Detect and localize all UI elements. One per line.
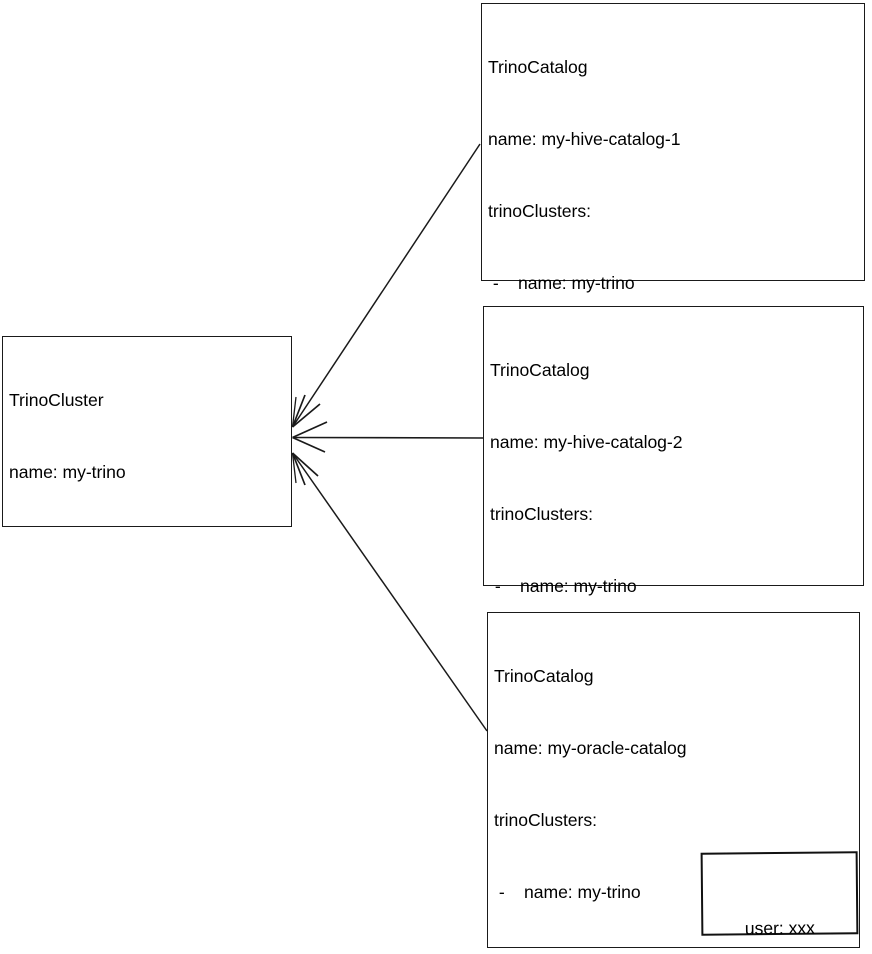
node-line: trinoClusters:: [488, 201, 591, 221]
node-line: TrinoCatalog: [490, 360, 590, 380]
node-catalog-hive-1[interactable]: TrinoCatalog name: my-hive-catalog-1 tri…: [481, 3, 865, 653]
node-line: - name: my-trino: [494, 882, 641, 902]
node-catalog-hive-2[interactable]: TrinoCatalog name: my-hive-catalog-2 tri…: [483, 306, 864, 884]
node-line: name: my-hive-catalog-2: [490, 432, 683, 452]
edge-oracle-to-cluster: [291, 452, 488, 732]
node-line: TrinoCatalog: [488, 57, 588, 77]
node-trino-cluster-text: TrinoCluster name: my-trino: [9, 340, 289, 532]
node-line: TrinoCatalog: [494, 666, 594, 686]
node-line: name: my-hive-catalog-1: [488, 129, 681, 149]
node-line: trinoClusters:: [490, 504, 593, 524]
edge-hive-2-to-cluster: [292, 421, 484, 453]
node-line: - name: my-trino: [490, 576, 637, 596]
node-secret-text: user: xxx password: xxx: [703, 867, 858, 954]
edge-hive-1-to-cluster: [291, 143, 481, 428]
node-line: name: my-oracle-catalog: [494, 738, 687, 758]
node-line: trinoClusters:: [494, 810, 597, 830]
node-line: user: xxx: [744, 917, 815, 939]
node-trino-cluster[interactable]: TrinoCluster name: my-trino: [2, 336, 292, 527]
node-line: - name: my-trino: [488, 273, 635, 293]
node-line: TrinoCluster: [9, 390, 104, 410]
node-line: name: my-trino: [9, 462, 126, 482]
node-secret[interactable]: user: xxx password: xxx: [700, 851, 859, 938]
node-catalog-oracle-text: TrinoCatalog name: my-oracle-catalog tri…: [494, 616, 857, 954]
